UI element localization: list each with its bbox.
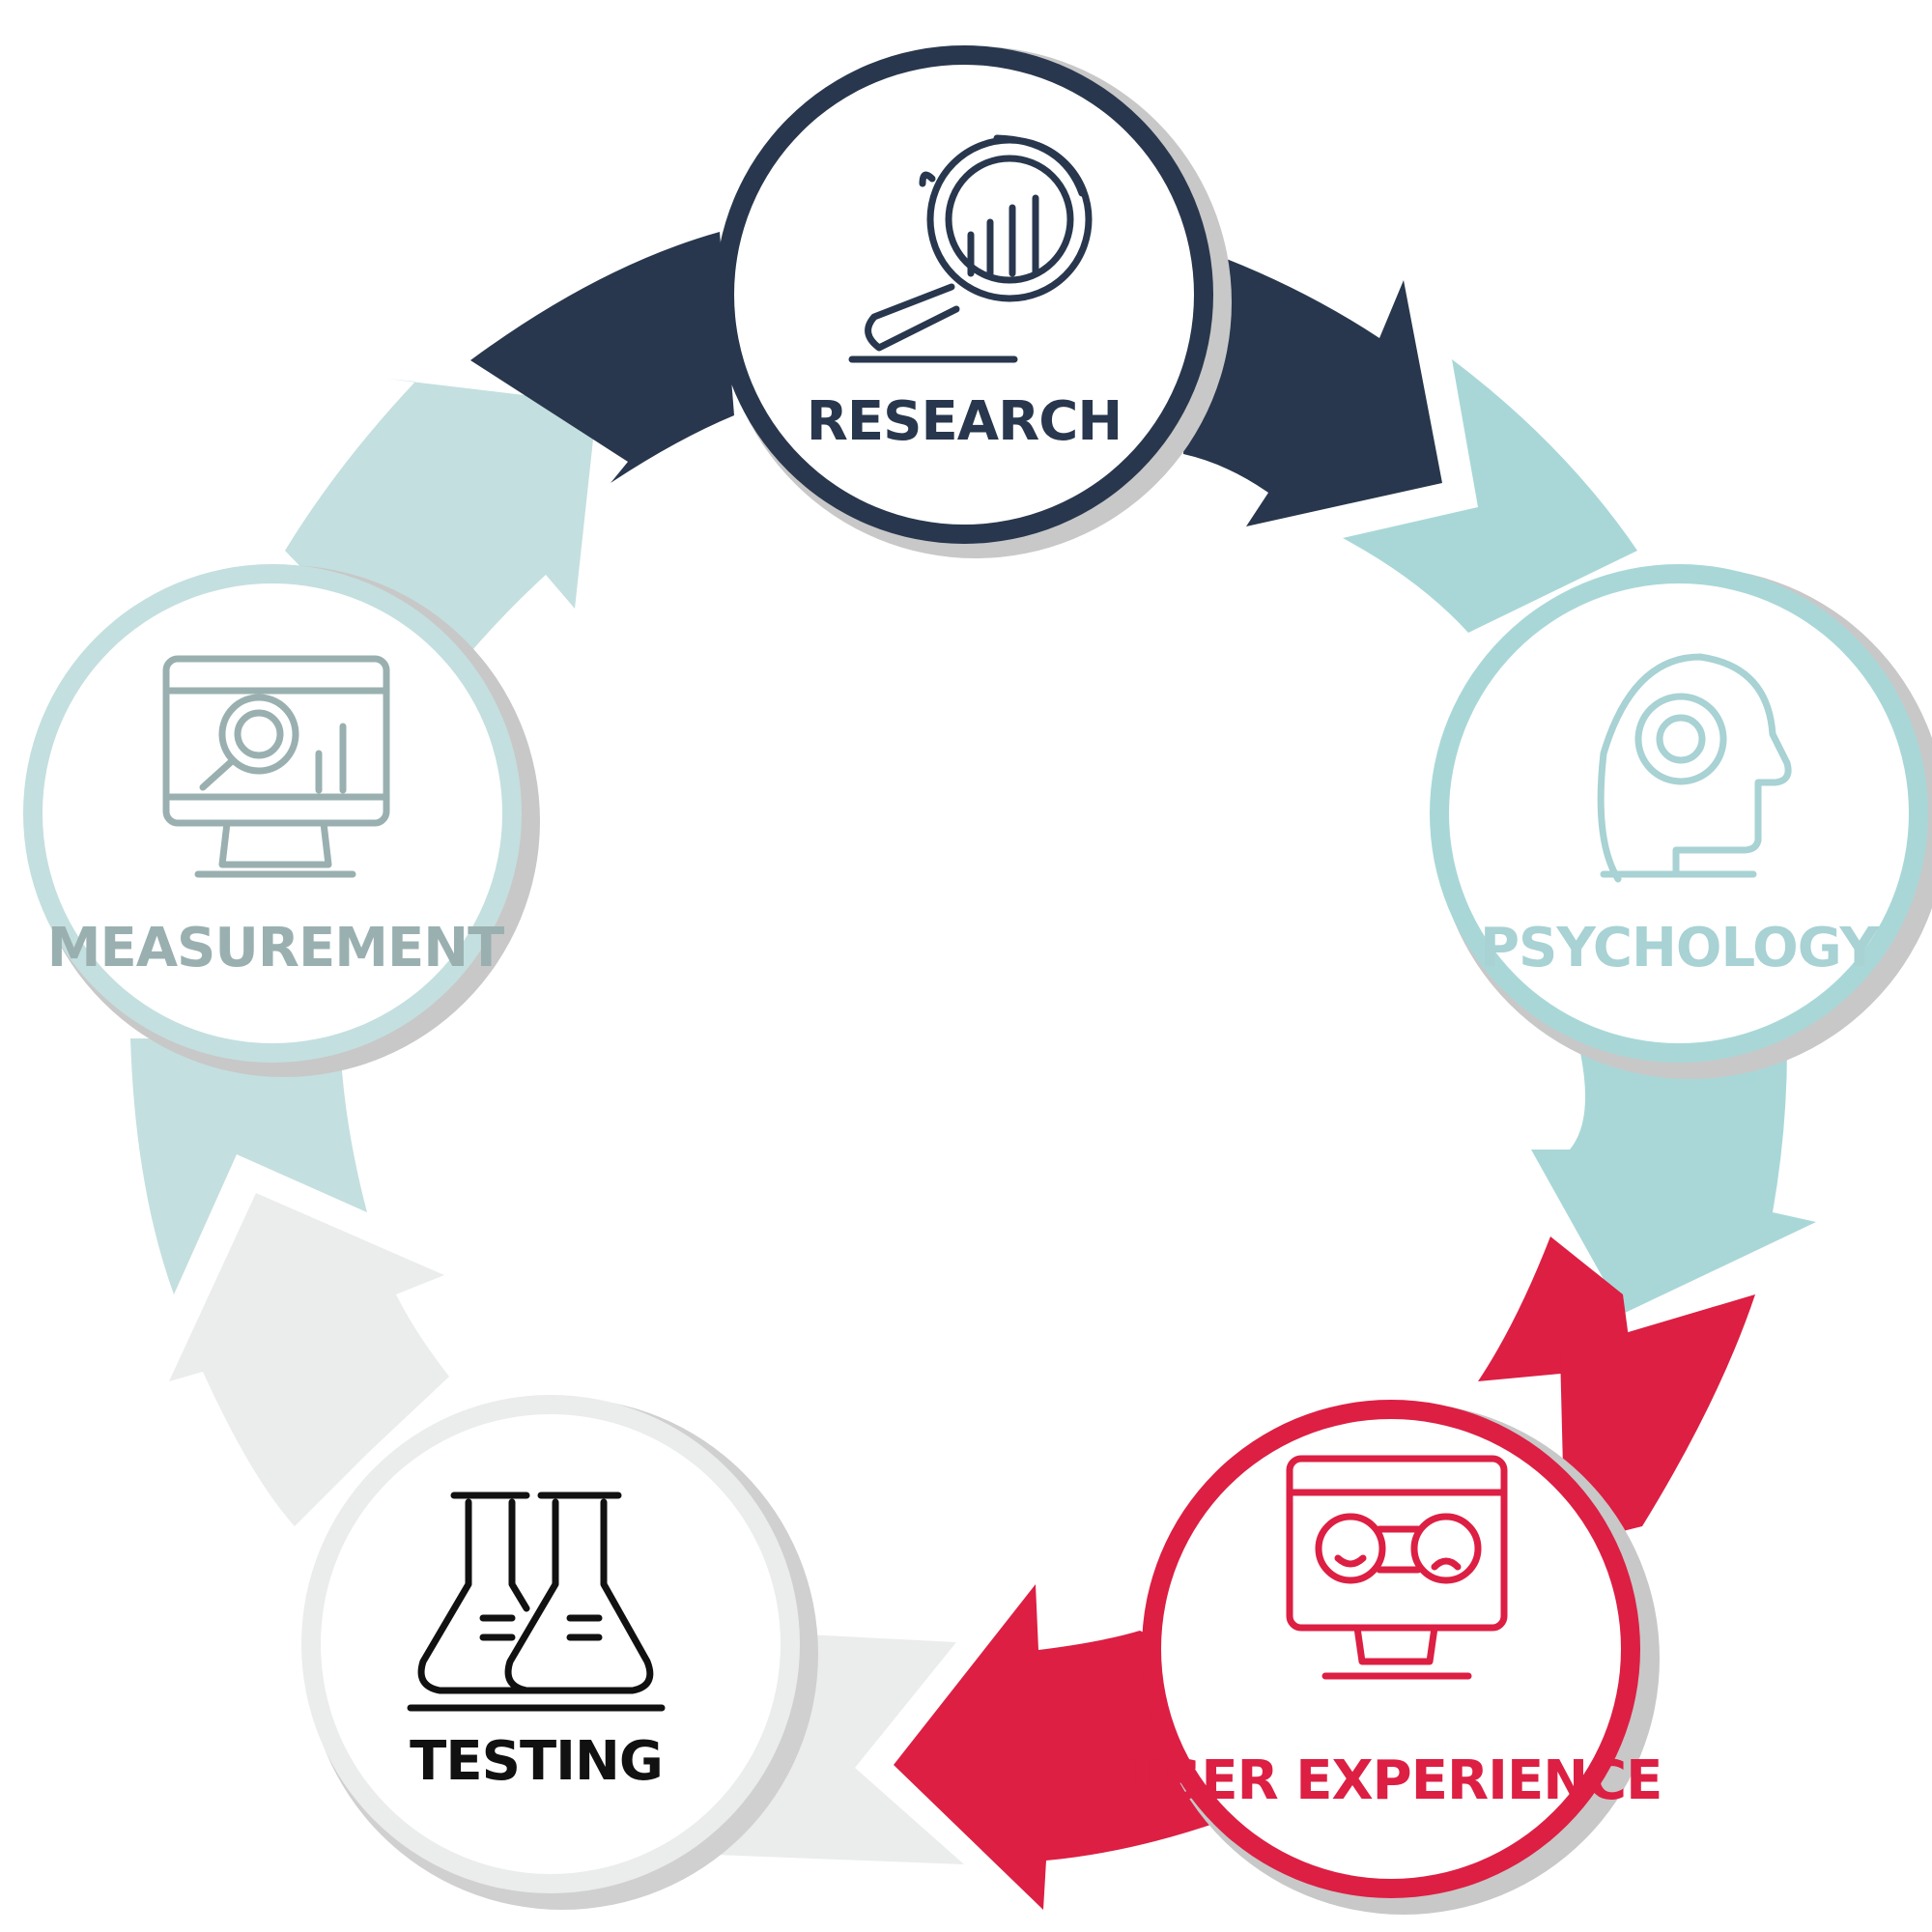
arrow-testing-to-measurement-3 — [130, 1038, 367, 1294]
node-label-testing: TESTING — [410, 1730, 663, 1793]
arrow-ux-to-testing-3 — [894, 1584, 1222, 1910]
node-measurement: MEASUREMENT — [23, 564, 522, 1063]
node-testing: TESTING — [301, 1395, 800, 1893]
node-user-experience: USER EXPERIENCE — [1121, 1400, 1662, 1898]
arrow-research-to-psychology-2 — [1183, 246, 1442, 526]
node-label-measurement: MEASUREMENT — [47, 917, 504, 980]
node-label-psychology: PSYCHOLOGY — [1480, 917, 1881, 980]
head-gear-icon — [1597, 653, 1792, 883]
node-label-user-experience: USER EXPERIENCE — [1121, 1749, 1662, 1812]
magnifier-bar-chart-icon — [848, 134, 1093, 363]
flasks-icon — [407, 1492, 666, 1712]
node-psychology: PSYCHOLOGY — [1430, 564, 1928, 1063]
arrow-psychology-to-ux — [1343, 359, 1637, 633]
arrow-psychology-to-ux-2 — [1531, 1048, 1816, 1314]
monitor-emoji-faces-icon — [1286, 1455, 1508, 1680]
node-label-research: RESEARCH — [807, 390, 1122, 453]
arrow-testing-to-measurement-2 — [169, 1193, 449, 1526]
node-research: RESEARCH — [715, 45, 1213, 544]
arrow-research-to-psychology — [470, 232, 734, 483]
monitor-analytics-icon — [162, 655, 390, 878]
arrow-ux-to-testing-2 — [1560, 1294, 1755, 1546]
